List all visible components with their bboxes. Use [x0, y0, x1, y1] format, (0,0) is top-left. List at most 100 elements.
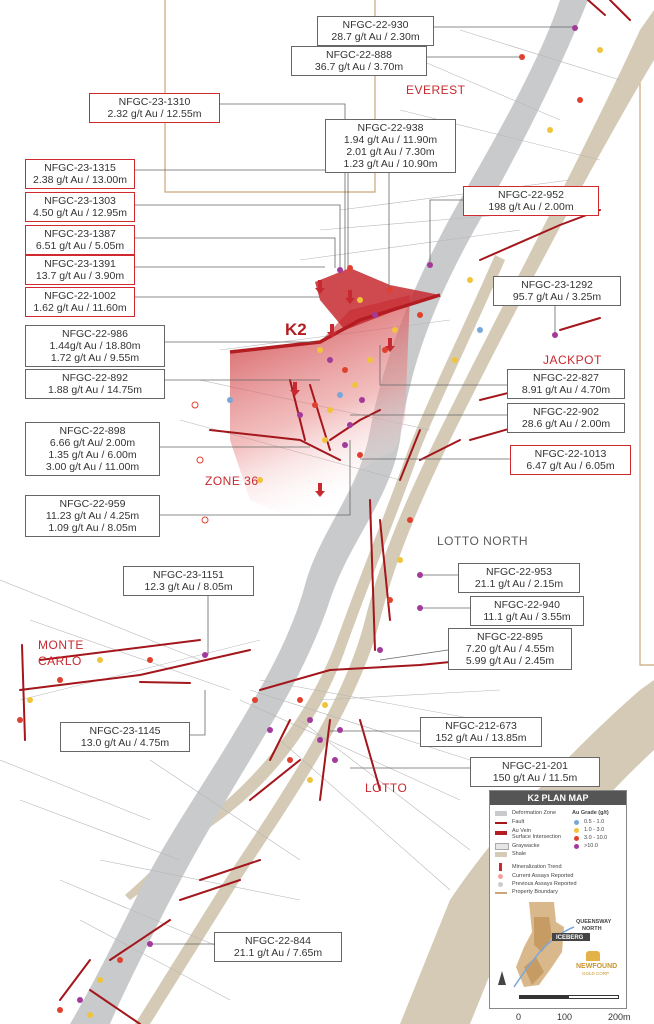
drill-hole-id: NFGC-23-1391	[44, 258, 116, 270]
assay-result: 11.1 g/t Au / 3.55m	[483, 611, 571, 623]
drill-hole-id: NFGC-22-953	[486, 566, 552, 578]
legend-item-shale: Shale	[512, 851, 527, 857]
legend-item-au-vein: Au Vein	[512, 828, 531, 834]
legend-item-current-assays: Current Assays Reported	[512, 873, 574, 879]
drill-hole-id: NFGC-22-844	[245, 935, 311, 947]
drill-hole-id: NFGC-22-827	[533, 372, 599, 384]
drill-hole-id: NFGC-22-952	[498, 189, 564, 201]
assay-result: 1.35 g/t Au / 6.00m	[48, 449, 137, 461]
drill-hole-id: NFGC-23-1310	[118, 96, 191, 108]
drill-hole-id: NFGC-22-1002	[44, 290, 116, 302]
assay-result: 152 g/t Au / 13.85m	[435, 732, 527, 744]
assay-result: 28.6 g/t Au / 2.00m	[521, 418, 611, 430]
drill-hole-id: NFGC-212-673	[445, 720, 517, 732]
region-label-zone-36: ZONE 36	[205, 474, 259, 488]
assay-result: 1.62 g/t Au / 11.60m	[33, 302, 127, 314]
grade-label-1: 0.5 - 1.0	[584, 819, 605, 825]
legend-title: K2 PLAN MAP	[490, 791, 626, 805]
region-label-carlo: CARLO	[38, 654, 82, 668]
legend-item-graywacke: Graywacke	[512, 843, 540, 849]
assay-result: 12.3 g/t Au / 8.05m	[144, 581, 233, 593]
shale-band-center	[125, 255, 505, 900]
grade-label-4: >10.0	[584, 843, 598, 849]
drill-hole-id: NFGC-23-1151	[153, 569, 224, 581]
assay-result: 1.23 g/t Au / 10.90m	[343, 158, 438, 170]
assay-result: 1.94 g/t Au / 11.90m	[343, 134, 438, 146]
region-label-monte: MONTE	[38, 638, 84, 652]
property-boundary-swatch	[495, 892, 507, 894]
assay-result: 1.72 g/t Au / 9.55m	[50, 352, 140, 364]
newfound-logo-icon	[586, 951, 600, 961]
current-assays-swatch	[498, 874, 503, 879]
drill-hole-id: NFGC-23-1292	[521, 279, 593, 291]
drill-hole-id: NFGC-23-1315	[44, 162, 116, 174]
assay-result: 2.01 g/t Au / 7.30m	[346, 146, 435, 158]
assay-result: 13.0 g/t Au / 4.75m	[80, 737, 170, 749]
assay-result: 3.00 g/t Au / 11.00m	[45, 461, 140, 473]
k2-main-vein	[229, 293, 441, 354]
scale-label-0: 0	[516, 1012, 522, 1022]
drill-hole-id: NFGC-22-888	[326, 49, 392, 61]
logo-text-gold-corp: GOLD CORP	[582, 971, 610, 976]
k2-zone-north	[315, 268, 440, 330]
drill-hole-id: NFGC-22-895	[477, 631, 543, 643]
scale-label-200m: 200m	[608, 1012, 631, 1022]
legend-item-fault: Fault	[512, 819, 525, 825]
grade-label-2: 1.0 - 3.0	[584, 827, 605, 833]
shale-swatch	[495, 852, 507, 857]
inset-label-north: NORTH	[582, 926, 602, 932]
region-label-k2: K2	[285, 320, 307, 339]
inset-label-iceberg: ICEBERG	[556, 935, 584, 941]
scale-label-100: 100	[557, 1012, 573, 1022]
mineralization-trend-arrows	[290, 280, 395, 497]
legend-item-deformation-zone: Deformation Zone	[512, 810, 557, 816]
assay-result: 28.7 g/t Au / 2.30m	[331, 31, 420, 43]
assay-points	[17, 25, 603, 1018]
assay-result: 95.7 g/t Au / 3.25m	[512, 291, 602, 303]
assay-result: 2.38 g/t Au / 13.00m	[33, 174, 127, 186]
assay-result: 1.88 g/t Au / 14.75m	[48, 384, 142, 396]
drill-hole-id: NFGC-22-902	[533, 406, 599, 418]
drill-hole-id: NFGC-22-892	[62, 372, 128, 384]
scale-bar	[519, 995, 619, 999]
drill-hole-id: NFGC-21-201	[502, 760, 568, 772]
au-grade-title: Au Grade (g/t)	[572, 810, 609, 816]
deformation-zone	[70, 0, 588, 1024]
logo-text-newfound: NEWFOUND	[576, 963, 618, 970]
fault-swatch	[495, 822, 507, 824]
legend-item-mineralization-trend: Mineralization Trend	[512, 864, 562, 870]
mineralization-trend-swatch	[499, 863, 502, 871]
assay-result: 13.7 g/t Au / 3.90m	[35, 270, 125, 282]
inset-label-queensway: QUEENSWAY	[576, 919, 612, 925]
deformation-zone-swatch	[495, 811, 507, 816]
k2-zone	[230, 295, 410, 530]
region-label-jackpot: JACKPOT	[543, 353, 602, 367]
au-vein-swatch	[495, 831, 507, 835]
region-label-lotto: LOTTO	[365, 781, 408, 795]
assay-result: 6.66 g/t Au/ 2.00m	[49, 437, 136, 449]
grade-label-3: 3.0 - 10.0	[584, 835, 608, 841]
drill-hole-id: NFGC-22-986	[62, 328, 128, 340]
assay-result: 4.50 g/t Au / 12.95m	[33, 207, 127, 219]
assay-result: 6.47 g/t Au / 6.05m	[526, 460, 615, 472]
